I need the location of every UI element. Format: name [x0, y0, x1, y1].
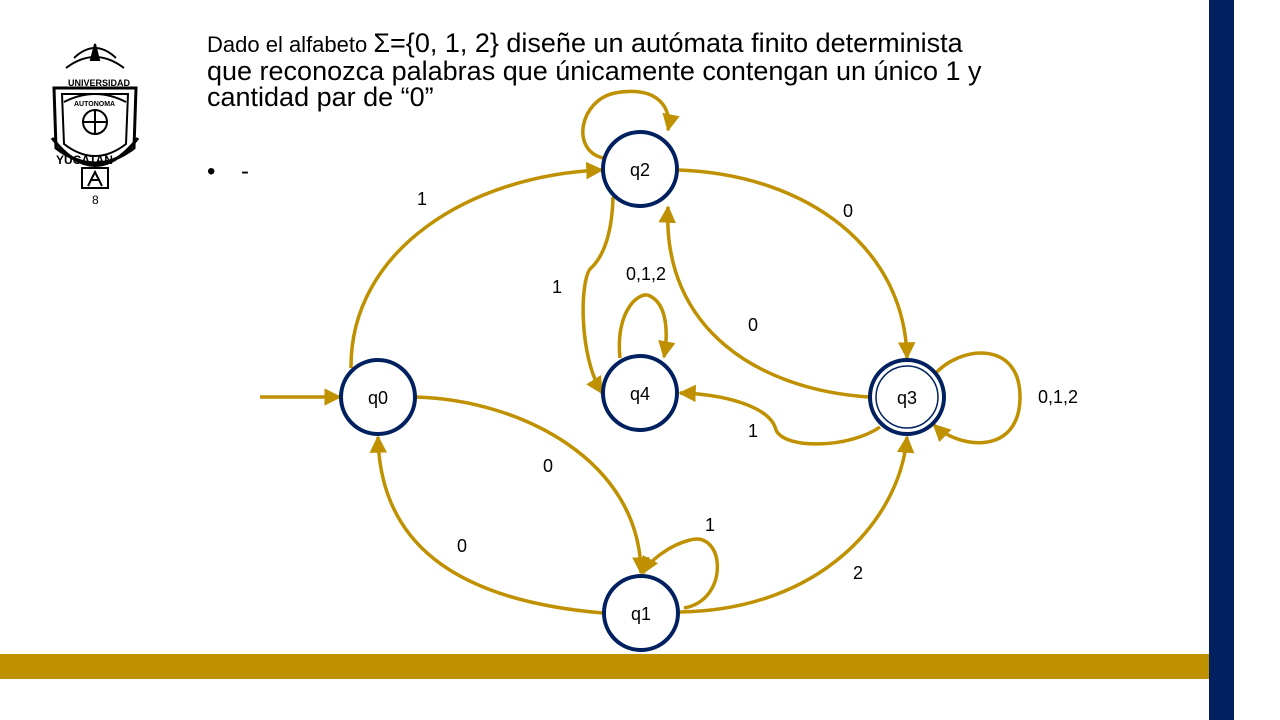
edge-q1-q1 — [641, 537, 719, 610]
label-q2-q3: 0 — [843, 201, 853, 221]
state-q1 — [602, 574, 680, 652]
title-line1-part1: Dado el alfabeto — [207, 32, 374, 57]
state-q3-accepting-ring — [875, 365, 939, 429]
title-line1-part2: Σ={0, 1, 2} diseñe un autómata finito de… — [373, 28, 963, 58]
svg-text:YUCATAN: YUCATAN — [56, 153, 113, 167]
label-q0-q1: 0 — [543, 456, 553, 476]
label-q3-q4: 1 — [748, 421, 758, 441]
university-seal-icon: UNIVERSIDAD AUTONOMA YUCATAN 8 — [50, 43, 140, 207]
edge-q3-q3 — [932, 351, 1022, 445]
edge-q2-q3 — [678, 168, 916, 360]
dfa-diagram: q0 q1 q2 q3 q4 1 0 0 1 2 0 1 0 1 0,1,2 0… — [260, 89, 1078, 652]
title-line3: cantidad par de “0” — [207, 82, 434, 112]
edge-q0-q1 — [415, 395, 650, 575]
state-q2 — [601, 130, 679, 208]
state-label-q2: q2 — [630, 160, 650, 180]
label-q3-q3: 0,1,2 — [1038, 387, 1078, 407]
edge-q3-q2 — [658, 205, 870, 399]
label-q0-q2: 1 — [417, 189, 427, 209]
state-q4 — [601, 354, 679, 432]
edge-q0-q2 — [349, 161, 604, 369]
edge-q2-q4 — [581, 196, 615, 395]
edge-q4-q4 — [617, 293, 676, 359]
edge-q1-q3 — [679, 435, 915, 614]
right-accent-bar — [1209, 0, 1234, 720]
label-q1-q1: 1 — [705, 515, 715, 535]
svg-text:UNIVERSIDAD: UNIVERSIDAD — [68, 78, 131, 88]
label-q4-q4: 0,1,2 — [626, 264, 666, 284]
state-q0 — [339, 358, 417, 436]
state-q3 — [868, 358, 946, 436]
edge-q1-q0 — [369, 435, 604, 615]
state-label-q1: q1 — [631, 604, 651, 624]
bottom-accent-bar — [0, 654, 1209, 679]
state-label-q0: q0 — [368, 388, 388, 408]
logo-caption: 8 — [92, 193, 99, 207]
state-label-q4: q4 — [630, 384, 650, 404]
svg-text:AUTONOMA: AUTONOMA — [74, 101, 115, 108]
bullet-symbol: • — [207, 158, 216, 185]
state-label-q3: q3 — [897, 388, 917, 408]
label-q2-q4: 1 — [552, 277, 562, 297]
label-q1-q0: 0 — [457, 536, 467, 556]
title-line2: que reconozca palabras que únicamente co… — [207, 56, 982, 86]
edge-q3-q4 — [678, 384, 882, 446]
label-q1-q3: 2 — [853, 563, 863, 583]
slide-title: Dado el alfabeto Σ={0, 1, 2} diseñe un a… — [207, 28, 1167, 112]
edge-q2-q2 — [581, 89, 680, 160]
bullet-text: - — [241, 158, 249, 185]
label-q3-q2: 0 — [748, 315, 758, 335]
